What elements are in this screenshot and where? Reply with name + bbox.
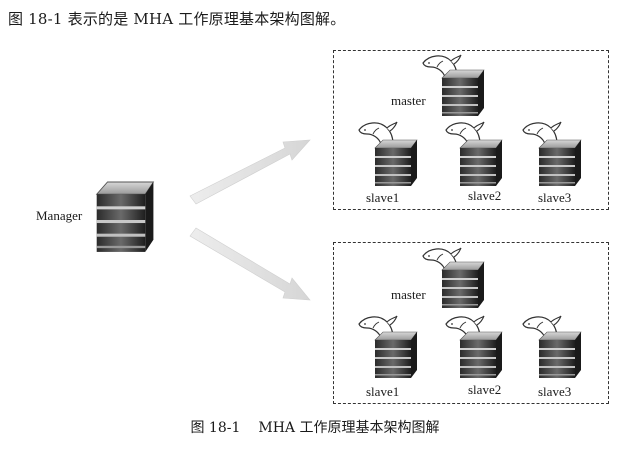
intro-paragraph: 图 18-1 表示的是 MHA 工作原理基本架构图解。 — [8, 10, 346, 28]
cluster-1-master-label: master — [391, 93, 426, 108]
cluster-2-slave1-label: slave1 — [366, 384, 400, 399]
cluster-1-slave3-label: slave3 — [538, 190, 572, 205]
cluster-2-slave2-label: slave2 — [468, 382, 502, 397]
figure-title: MHA 工作原理基本架构图解 — [258, 420, 440, 436]
manager-server-icon — [95, 181, 155, 253]
arrow-icon — [189, 139, 311, 205]
replication-cluster-1 — [333, 50, 609, 210]
figure-caption: 图 18-1 MHA 工作原理基本架构图解 — [0, 417, 630, 437]
cluster-2-slave3-label: slave3 — [538, 384, 572, 399]
arrow-icon — [189, 227, 311, 301]
manager-label: Manager — [36, 208, 83, 223]
replication-cluster-2 — [333, 242, 609, 404]
figure-number: 图 18-1 — [190, 420, 241, 436]
cluster-1-slave2-label: slave2 — [468, 188, 502, 203]
cluster-1-slave1-label: slave1 — [366, 190, 400, 205]
cluster-2-master-label: master — [391, 287, 426, 302]
